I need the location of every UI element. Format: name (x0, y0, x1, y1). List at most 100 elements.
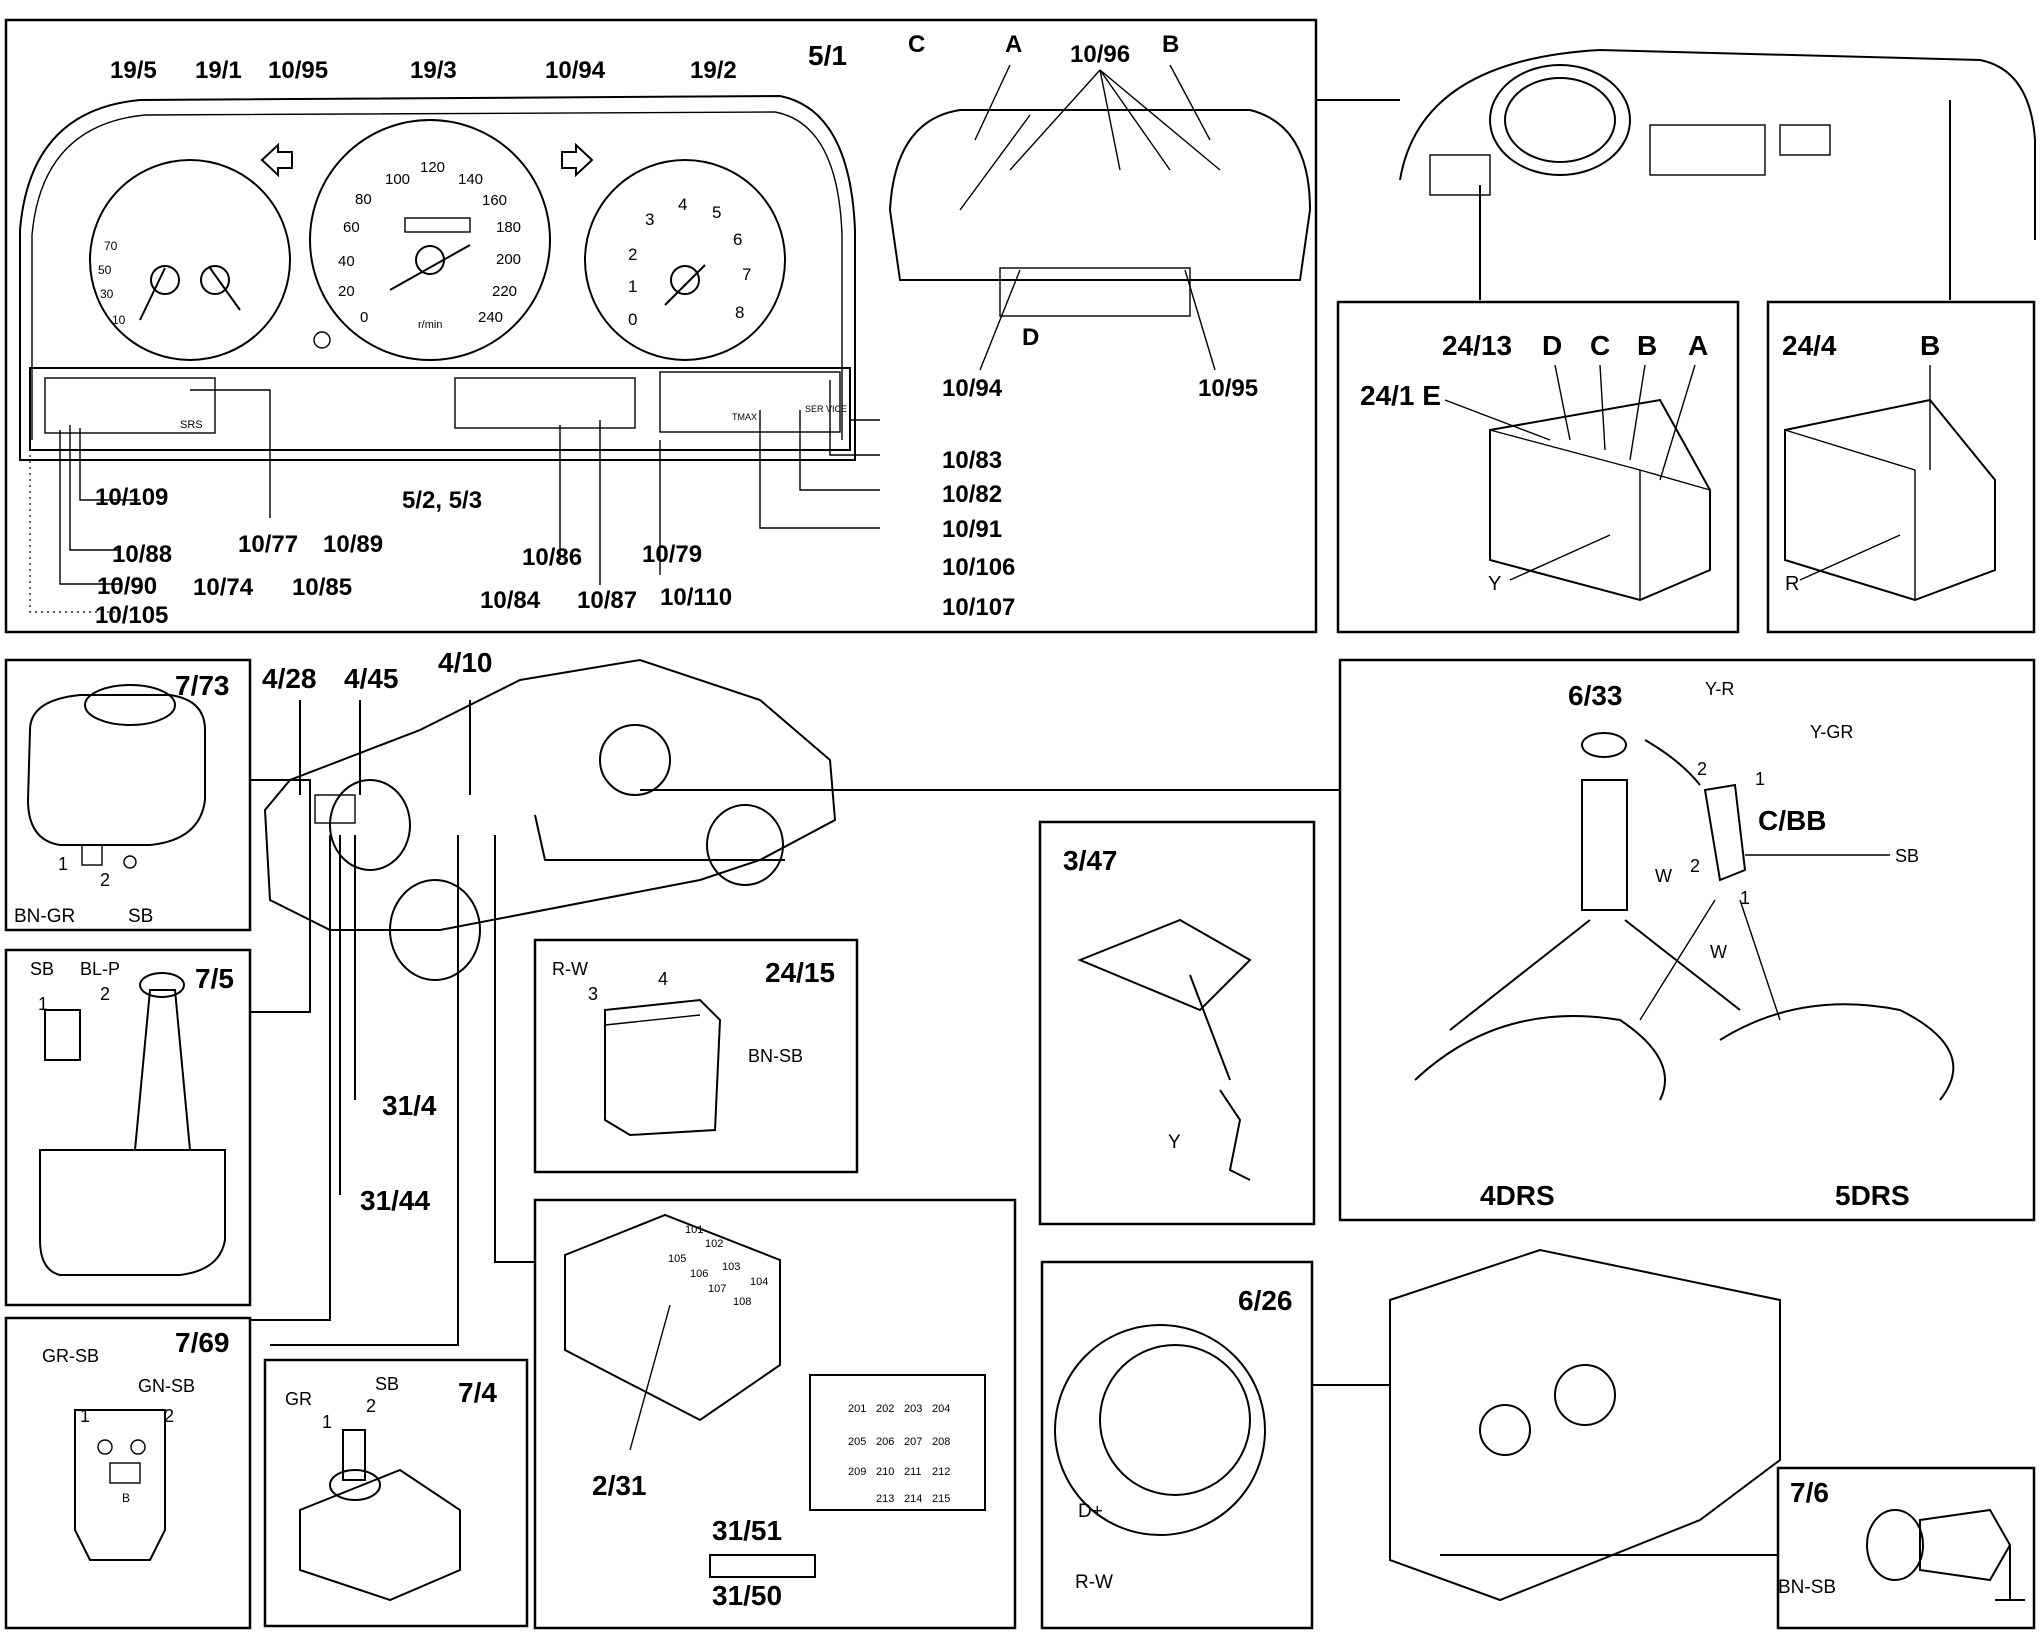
panel-7-6: 7/6 BN-SB (1776, 1466, 2036, 1630)
relay-214: 214 (904, 1493, 922, 1505)
relay-210: 210 (876, 1466, 894, 1478)
label-10-89: 10/89 (323, 531, 383, 558)
label-10-86: 10/86 (522, 544, 582, 571)
label-24-4: 24/4 (1782, 330, 1837, 361)
speed-tick: 180 (496, 219, 521, 236)
relay-103: 103 (722, 1261, 740, 1273)
relay-107: 107 (708, 1283, 726, 1295)
panel-7-5: 7/5 1 2 SB BL-P (4, 948, 252, 1307)
panel-7-69: 7/69 GR-SB GN-SB 1 2 B (4, 1316, 252, 1630)
srs-indicator: SRS (180, 419, 203, 431)
label-c: C (1590, 330, 1610, 361)
pin-2b: 2 (1690, 856, 1700, 876)
relay-201: 201 (848, 1403, 866, 1415)
label-10-109: 10/109 (95, 484, 168, 511)
wire-bn-sb: BN-SB (748, 1046, 803, 1066)
wire-color-r: R (1785, 573, 1799, 595)
wire-color-y: Y (1488, 573, 1501, 595)
pin-2: 2 (100, 870, 110, 890)
left-tick: 30 (100, 287, 114, 301)
rpm-tick: 3 (645, 210, 654, 229)
wire-r-w: R-W (552, 959, 588, 979)
title-3-47: 3/47 (1063, 845, 1118, 876)
rpm-tick: 4 (678, 195, 687, 214)
wire-sb: SB (30, 959, 54, 979)
pin-1: 1 (38, 994, 48, 1014)
relay-209: 209 (848, 1466, 866, 1478)
label-31-50: 31/50 (712, 1580, 782, 1611)
pin-2: 2 (164, 1406, 174, 1426)
pin-1: 1 (58, 854, 68, 874)
engine-sketch (1389, 1248, 1781, 1602)
tacho-unit: r/min (418, 319, 442, 331)
panel-7-4: 7/4 GR SB 1 2 (263, 1358, 529, 1628)
wire-d-plus: D+ (1078, 1501, 1103, 1522)
speed-tick: 120 (420, 159, 445, 176)
panel-7-73: 7/73 1 2 BN-GR SB (4, 658, 252, 932)
mark-b: B (122, 1491, 130, 1505)
label-19-3: 19/3 (410, 57, 457, 84)
label-10-106: 10/106 (942, 554, 1015, 581)
title-6-26: 6/26 (1238, 1285, 1293, 1316)
speed-tick: 140 (458, 171, 483, 188)
relay-grid-top: 101 102 105 106 103 107 104 108 (668, 1224, 768, 1308)
label-b: B (1920, 330, 1940, 361)
rpm-tick: 0 (628, 310, 637, 329)
title-7-4: 7/4 (458, 1377, 497, 1408)
label-31-4: 31/4 (382, 1090, 437, 1121)
wire-gr-sb: GR-SB (42, 1346, 99, 1366)
dashboard-sketch (1399, 48, 2036, 300)
panel-3-47: 3/47 Y (1038, 820, 1316, 1226)
speed-tick: 60 (343, 219, 360, 236)
title-7-5: 7/5 (195, 963, 234, 994)
wire-bn-sb: BN-SB (1778, 1577, 1836, 1598)
relay-106: 106 (690, 1268, 708, 1280)
pin-3: 3 (588, 984, 598, 1004)
label-10-84: 10/84 (480, 587, 541, 614)
rpm-tick: 2 (628, 245, 637, 264)
wire-gr: GR (285, 1389, 312, 1409)
label-10-96: 10/96 (1070, 41, 1130, 68)
title-24-15: 24/15 (765, 957, 835, 988)
pin-2: 2 (366, 1396, 376, 1416)
pin-4: 4 (658, 969, 668, 989)
title-7-6: 7/6 (1790, 1477, 1829, 1508)
speed-tick: 100 (385, 171, 410, 188)
label-19-1: 19/1 (195, 57, 242, 84)
wire-w: W (1655, 866, 1672, 886)
speed-tick: 200 (496, 251, 521, 268)
label-5-1: 5/1 (808, 40, 847, 71)
relay-208: 208 (932, 1436, 950, 1448)
speed-tick: 0 (360, 309, 368, 326)
label-31-51: 31/51 (712, 1515, 782, 1546)
wire-bl-p: BL-P (80, 959, 120, 979)
rpm-tick: 8 (735, 303, 744, 322)
label-10-79: 10/79 (642, 541, 702, 568)
panel-2-31: 101 102 105 106 103 107 104 108 201 202 … (533, 1198, 1017, 1630)
left-tick: 70 (104, 239, 118, 253)
label-10-95-rear: 10/95 (1198, 375, 1258, 402)
label-a: A (1688, 330, 1708, 361)
relay-102: 102 (705, 1238, 723, 1250)
wire-sb: SB (128, 906, 153, 927)
label-10-95: 10/95 (268, 57, 328, 84)
label-5-2-5-3: 5/2, 5/3 (402, 487, 482, 514)
relay-213: 213 (876, 1493, 894, 1505)
speed-tick: 80 (355, 191, 372, 208)
relay-207: 207 (904, 1436, 922, 1448)
wire-sb: SB (1895, 846, 1919, 866)
panel-instrument-cluster: 0 20 40 60 80 100 120 140 160 180 200 22… (4, 18, 1318, 634)
wire-bn-gr: BN-GR (14, 906, 75, 927)
title-7-69: 7/69 (175, 1327, 230, 1358)
speed-tick: 160 (482, 192, 507, 209)
left-tick: 10 (112, 313, 126, 327)
label-10-94-rear: 10/94 (942, 375, 1003, 402)
label-d: D (1542, 330, 1562, 361)
panel-24-15: 24/15 3 4 R-W BN-SB (533, 938, 859, 1174)
label-10-90: 10/90 (97, 573, 157, 600)
label-4-10: 4/10 (438, 647, 493, 678)
label-19-2: 19/2 (690, 57, 737, 84)
panel-fuse-box-24-13: 24/13 D C B A 24/1 E Y (1336, 300, 1740, 634)
wire-sb: SB (375, 1374, 399, 1394)
label-19-5: 19/5 (110, 57, 157, 84)
